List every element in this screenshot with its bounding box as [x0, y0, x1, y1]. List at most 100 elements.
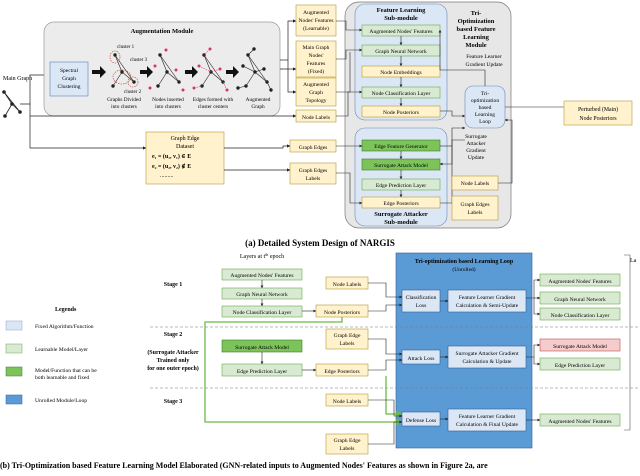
- input-aug-topology-3: Topology: [305, 98, 326, 104]
- final-update-1: Feature Learner Gradient: [459, 414, 516, 420]
- edge-dataset-dots: .........: [160, 173, 174, 179]
- stage1-aug-features: Augmented Nodes' Features: [230, 273, 293, 279]
- b-node-labels-2: Node Labels: [333, 399, 361, 405]
- right-aug-features-final: Augmented Nodes' Features: [548, 419, 611, 425]
- attacker-update-2: Calculation & Update: [462, 359, 512, 365]
- tri-graph-edge-labels-box: [451, 195, 499, 221]
- cluster-label-2: cluster 2: [124, 90, 142, 95]
- panel-a-caption: (a) Detailed System Design of NARGIS: [245, 238, 395, 248]
- loop-header-2: (Unrolled): [452, 266, 475, 273]
- caption-edges-2: cluster centers: [198, 104, 228, 110]
- right-surrogate: Surrogate Attack Model: [553, 344, 607, 350]
- defense-loss: Defense Loss: [406, 417, 436, 424]
- svg-text:based: based: [479, 105, 492, 111]
- feature-learner-gradient-2: Gradient Update: [465, 62, 503, 68]
- input-aug-topology-2: Graph: [309, 90, 323, 96]
- output-label-2: Node Posteriors: [579, 116, 617, 122]
- spectral-label-3: Clustering: [58, 84, 81, 90]
- svg-text:Tri-: Tri-: [481, 91, 490, 97]
- svg-text:Surrogate: Surrogate: [465, 134, 487, 140]
- right-cut-letter: La: [630, 258, 637, 264]
- right-gnn: Graph Neural Network: [554, 297, 606, 303]
- svg-text:Learning: Learning: [463, 34, 489, 41]
- attacker-item-surrogate-model: Surrogate Attack Model: [374, 163, 428, 169]
- augmentation-module-title: Augmentation Module: [131, 28, 194, 35]
- caption-divided-2: into clusters: [111, 104, 137, 110]
- svg-text:Attacker: Attacker: [466, 141, 485, 147]
- stage-3-arrows: [368, 399, 541, 445]
- caption-edges-1: Edges formed with: [193, 96, 234, 103]
- input-aug-features-3: (Learnable): [303, 25, 329, 32]
- stage-1-loss-arrows: [368, 278, 541, 316]
- feature-learner-gradient-1: Feature Learner: [466, 54, 502, 60]
- tri-graph-edge-labels-1: Graph Edges: [460, 202, 489, 208]
- spectral-clustering-box: [49, 61, 89, 97]
- input-graph-edges-labels-2: Labels: [306, 176, 321, 182]
- stage2-edge-prediction: Edge Prediction Layer: [237, 369, 287, 375]
- clustered-graph-sketch: [109, 50, 139, 88]
- legend-both-1: Model/Function that can be: [35, 368, 97, 374]
- output-label-1: Perturbed (Main): [578, 106, 618, 113]
- feature-item-aug-features: Augmented Nodes' Features: [369, 29, 432, 35]
- tri-graph-edge-labels-2: Labels: [468, 210, 483, 216]
- legends-title: Legends: [55, 307, 77, 313]
- input-boxes: [289, 4, 337, 185]
- feature-item-gnn: Graph Neural Network: [375, 49, 427, 55]
- edge-dataset-connectors: [224, 144, 291, 172]
- legend-learnable: Learnable Model/Layer: [35, 347, 88, 353]
- stage-separators: [150, 326, 640, 389]
- stage-2-label: Stage 2: [164, 332, 183, 338]
- input-main-features-3: Features: [307, 61, 326, 67]
- svg-text:Gradient: Gradient: [466, 148, 486, 154]
- feature-item-embeddings: Node Embeddings: [380, 70, 421, 76]
- classification-loss-2: Loss: [416, 303, 427, 309]
- b-graph-edge-labels-1: Graph Edge: [334, 333, 361, 339]
- stage-1-label: Stage 1: [164, 282, 183, 288]
- caption-divided-1: Graphs Divided: [107, 97, 141, 103]
- caption-augmented-2: Graph: [251, 104, 265, 110]
- right-aug-features: Augmented Nodes' Features: [548, 279, 611, 285]
- attacker-item-edge-feature-generator: Edge Feature Generator: [374, 144, 428, 150]
- legend-swatches: [5, 320, 23, 405]
- legend-unrolled: Unrolled Module/Loop: [35, 398, 87, 404]
- tri-loop-label: Tri- optimization based Learning Loop: [471, 91, 499, 125]
- attack-loss: Attack Loss: [408, 356, 435, 362]
- edge-dataset-box: [145, 131, 225, 185]
- stage-2-note-1: (Surrogate Attacker: [147, 349, 199, 356]
- input-graph-edges: Graph Edges: [299, 145, 328, 151]
- edge-dataset-row-2: e₂ = (u₂, v₂) ∉ E: [152, 163, 191, 170]
- svg-text:Learning: Learning: [475, 112, 495, 118]
- caption-inserted-1: Nodes inserted: [152, 97, 184, 103]
- attacker-submodule-arrows: [336, 126, 466, 205]
- input-aug-features-2: Nodes' Features: [298, 18, 333, 24]
- caption-augmented-1: Augmented: [246, 97, 271, 103]
- feature-submodule-title-1: Feature Learning: [377, 7, 427, 14]
- stage1-classification: Node Classification Layer: [233, 309, 292, 316]
- stage-1-arrows: [260, 280, 317, 313]
- cluster-label-3: cluster 3: [130, 58, 148, 63]
- b-graph-edge-labels-4: Labels: [340, 446, 355, 452]
- b-graph-edge-labels-3: Graph Edge: [334, 438, 361, 444]
- semi-update-2: Calculation & Semi-Update: [456, 303, 519, 309]
- spectral-label-2: Graph: [62, 76, 76, 82]
- cluster-label-1: cluster 1: [117, 45, 135, 50]
- svg-text:Update: Update: [468, 155, 485, 161]
- stage-2-arrows: [260, 338, 541, 372]
- edge-dataset-row-1: e₁ = (u₁, v₁) ∈ E: [152, 153, 191, 160]
- feature-submodule-arrows: [336, 20, 466, 118]
- edge-dataset-title-2: Dataset: [176, 144, 194, 150]
- step-captions: Graphs Divided into clusters Nodes inser…: [107, 96, 271, 110]
- augmentation-arrows: [92, 66, 239, 78]
- input-aug-features-1: Augmented: [303, 10, 329, 16]
- feature-item-posteriors: Node Posteriors: [383, 110, 419, 116]
- edges-formed-sketch: [192, 47, 229, 92]
- augmentation-output-connectors: [30, 19, 297, 118]
- feature-item-classification: Node Classification Layer: [372, 90, 431, 97]
- svg-text:Module: Module: [465, 42, 486, 49]
- svg-text:optimization: optimization: [471, 98, 499, 104]
- attacker-item-edge-posteriors: Edge Posteriors: [383, 201, 418, 207]
- input-main-features-4: (Fixed): [308, 68, 324, 75]
- edge-dataset-title-1: Graph Edge: [171, 136, 200, 142]
- nodes-inserted-sketch: [148, 48, 185, 92]
- caption-inserted-2: into clusters: [155, 104, 181, 110]
